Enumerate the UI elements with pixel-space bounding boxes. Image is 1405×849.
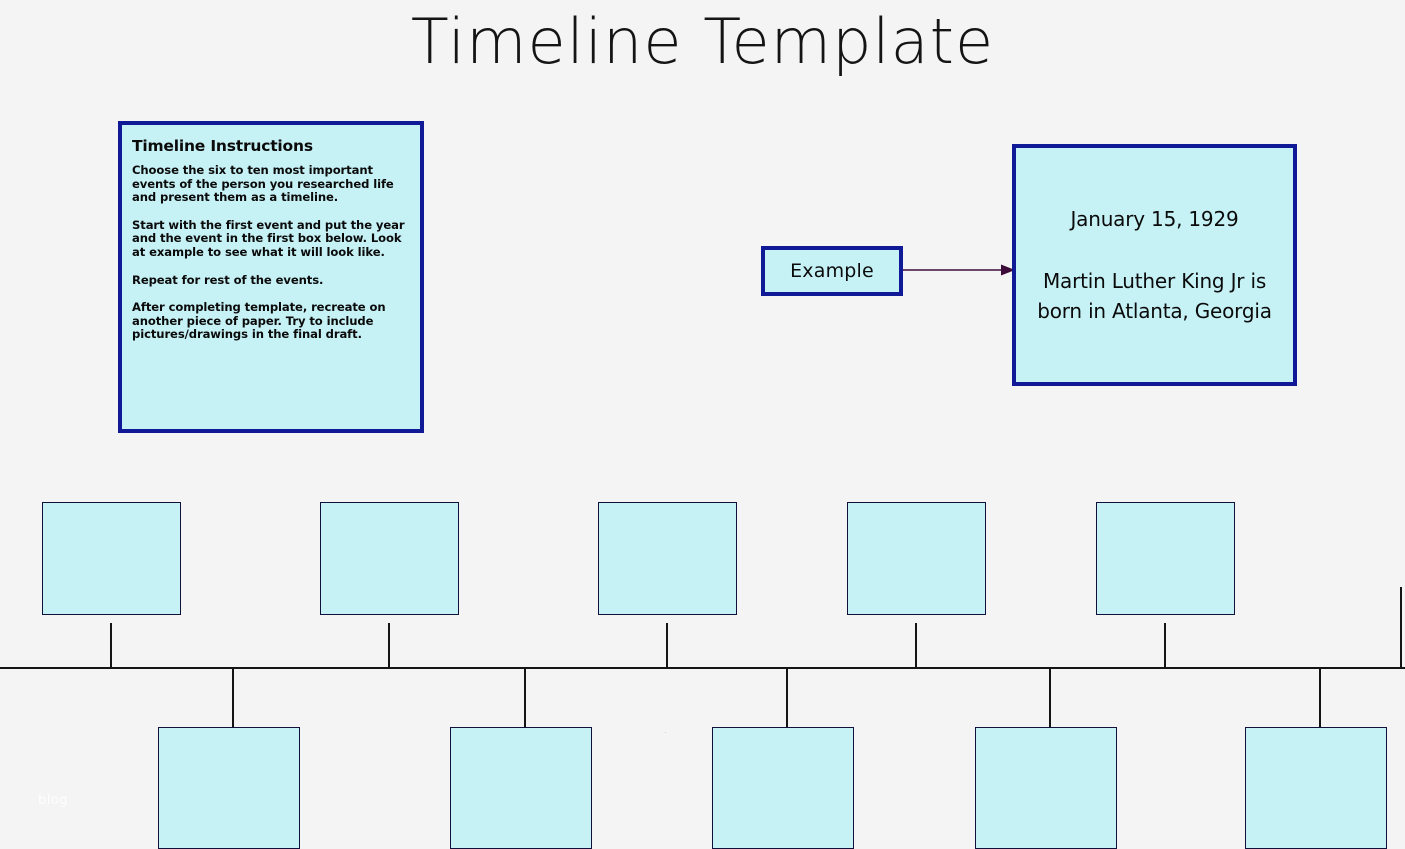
example-detail-box: January 15, 1929 Martin Luther King Jr i… — [1012, 144, 1297, 386]
timeline-event-box-1-text — [43, 503, 180, 519]
timeline-event-box-3[interactable] — [598, 502, 743, 622]
instructions-content: Timeline Instructions Choose the six to … — [132, 133, 412, 423]
instructions-paragraph-3: Repeat for rest of the events. — [132, 272, 324, 287]
timeline-event-box-5-text — [1097, 503, 1234, 519]
timeline-connector-2 — [388, 623, 390, 667]
instructions-panel: Timeline Instructions Choose the six to … — [118, 121, 424, 433]
timeline-connector-6 — [232, 667, 234, 727]
timeline-event-box-9-surface[interactable] — [975, 727, 1123, 849]
timeline-event-box-6-surface[interactable] — [158, 727, 306, 849]
timeline-event-box-7[interactable] — [450, 727, 598, 849]
instructions-paragraph-4: After completing template, recreate on a… — [132, 300, 386, 342]
watermark: blog — [38, 793, 69, 808]
timeline-connector-7 — [524, 667, 526, 727]
example-label-box: Example — [761, 246, 903, 296]
timeline-event-box-2-surface[interactable] — [320, 502, 465, 622]
timeline-event-box-9[interactable] — [975, 727, 1123, 849]
instructions-heading: Timeline Instructions — [132, 137, 313, 155]
timeline-event-box-2[interactable] — [320, 502, 465, 622]
example-detail-date: January 15, 1929 — [1070, 207, 1239, 231]
timeline-connector-9 — [1049, 667, 1051, 727]
timeline-event-box-10-surface[interactable] — [1245, 727, 1393, 849]
timeline-event-box-9-text — [976, 728, 1116, 744]
timeline-event-box-6[interactable] — [158, 727, 306, 849]
instructions-paragraph-1: Choose the six to ten most important eve… — [132, 163, 394, 205]
timeline-event-box-7-text — [451, 728, 591, 744]
timeline-event-box-4-surface[interactable] — [847, 502, 992, 622]
timeline-event-box-4[interactable] — [847, 502, 992, 622]
timeline-connector-4 — [915, 623, 917, 667]
timeline-event-box-1[interactable] — [42, 502, 187, 622]
timeline-event-box-5-surface[interactable] — [1096, 502, 1241, 622]
timeline-event-box-6-text — [159, 728, 299, 744]
timeline-event-box-8[interactable] — [712, 727, 860, 849]
timeline-connector-right-edge — [1400, 587, 1402, 667]
timeline-event-box-10[interactable] — [1245, 727, 1393, 849]
timeline-connector-1 — [110, 623, 112, 667]
timeline-event-box-8-text — [713, 728, 853, 744]
page-title: Timeline Template — [410, 5, 995, 78]
timeline-event-box-8-surface[interactable] — [712, 727, 860, 849]
timeline-connector-5 — [1164, 623, 1166, 667]
right-arrow-icon — [903, 264, 1015, 276]
example-detail-event: Martin Luther King Jr is born in Atlanta… — [1037, 269, 1272, 323]
timeline-event-box-7-surface[interactable] — [450, 727, 598, 849]
timeline-connector-8 — [786, 667, 788, 727]
timeline-event-box-2-text — [321, 503, 458, 519]
timeline-event-box-1-surface[interactable] — [42, 502, 187, 622]
timeline-event-box-3-surface[interactable] — [598, 502, 743, 622]
timeline-event-box-3-text — [599, 503, 736, 519]
timeline-event-box-10-text — [1246, 728, 1386, 744]
timeline-connector-3 — [666, 623, 668, 667]
instructions-paragraph-2: Start with the first event and put the y… — [132, 217, 405, 259]
stray-mark: · — [664, 727, 667, 737]
example-label-text: Example — [790, 260, 874, 282]
timeline-event-box-4-text — [848, 503, 985, 519]
timeline-connector-10 — [1319, 667, 1321, 727]
timeline-axis — [0, 667, 1405, 669]
timeline-event-box-5[interactable] — [1096, 502, 1241, 622]
